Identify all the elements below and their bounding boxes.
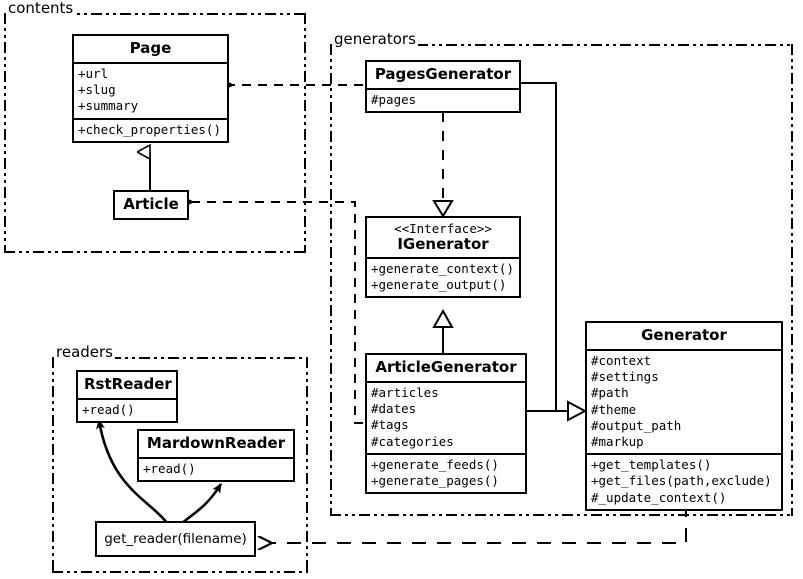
attribute: #path [591,385,629,401]
class-articlegenerator-name: ArticleGenerator [375,358,517,376]
class-page-methods: +check_properties() [74,117,227,141]
attribute: #articles [371,385,439,400]
class-generator-methods: +get_templates() +get_files(path,exclude… [587,453,781,509]
attribute: +summary [78,98,139,114]
attribute: +url [78,66,109,81]
method: +generate_pages() [371,473,499,489]
class-generator-name: Generator [641,326,727,344]
class-rstreader-name: RstReader [84,375,172,393]
package-readers-label: readers [54,343,115,361]
attribute: #categories [371,433,454,449]
attribute: #settings [591,369,659,385]
class-article-name: Article [123,195,179,213]
class-generator-attributes: #context #settings #path #theme #output_… [587,349,781,453]
method: +generate_output() [371,277,507,293]
class-articlegenerator[interactable]: ArticleGenerator #articles #dates #tags … [365,353,527,495]
attribute: #markup [591,434,644,450]
attribute: +slug [78,82,116,98]
class-igenerator-methods: +generate_context() +generate_output() [367,257,519,296]
class-mardownreader-name: MardownReader [146,434,286,452]
class-generator[interactable]: Generator #context #settings #path #them… [585,321,783,511]
class-articlegenerator-attributes: #articles #dates #tags #categories [367,381,525,453]
function-get-reader[interactable]: get_reader(filename) [95,521,256,557]
package-contents-label: contents [6,0,76,17]
method: +generate_context() [371,261,514,276]
package-generators-label: generators [332,30,418,48]
attribute: #pages [371,92,417,107]
method: +check_properties() [78,121,221,137]
attribute: #dates [371,401,417,417]
class-mardownreader[interactable]: MardownReader +read() [137,429,295,483]
class-page[interactable]: Page +url +slug +summary +check_properti… [72,34,229,143]
method: +get_templates() [591,457,712,473]
class-igenerator-name-block: <<Interface>> IGenerator [367,218,519,257]
method: +get_files(path,exclude) [591,473,772,489]
class-pagesgenerator-name: PagesGenerator [374,65,512,83]
function-get-reader-label: get_reader(filename) [104,531,247,547]
class-article[interactable]: Article [113,190,189,220]
method: +generate_feeds() [371,456,499,472]
attribute: #tags [371,417,409,433]
class-page-name: Page [129,39,172,57]
method: +read() [143,461,196,476]
attribute: #theme [591,401,637,417]
class-page-attributes: +url +slug +summary [74,62,227,118]
class-igenerator[interactable]: <<Interface>> IGenerator +generate_conte… [365,216,521,299]
class-articlegenerator-methods: +generate_feeds() +generate_pages() [367,452,525,492]
method: +read() [82,402,135,417]
class-igenerator-stereotype: <<Interface>> [394,221,492,236]
class-rstreader-methods: +read() [78,398,176,421]
class-rstreader[interactable]: RstReader +read() [76,370,178,424]
class-mardownreader-methods: +read() [139,457,293,480]
attribute: #context [591,353,652,368]
class-igenerator-name: IGenerator [397,235,489,253]
class-pagesgenerator-attributes: #pages [367,88,519,111]
attribute: #output_path [591,417,682,433]
class-pagesgenerator[interactable]: PagesGenerator #pages [365,60,521,114]
method: #_update_context() [591,489,727,505]
